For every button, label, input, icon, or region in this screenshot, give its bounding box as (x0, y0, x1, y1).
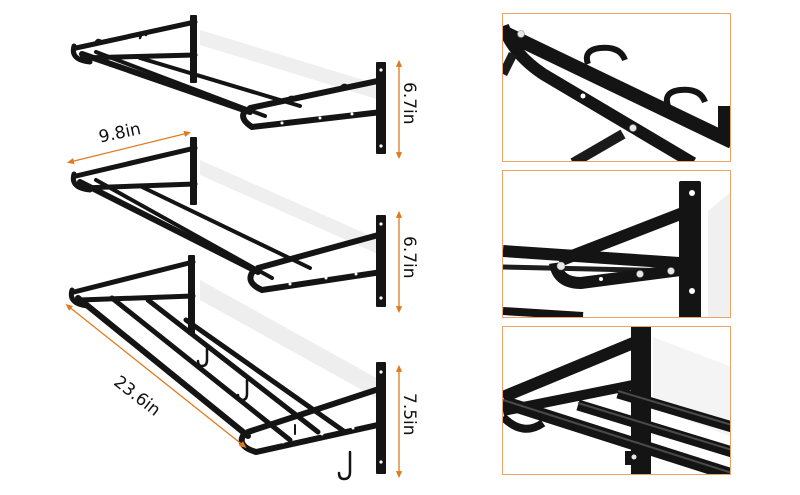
hook-clips-detail-panel (502, 13, 731, 162)
length-arrow (65, 304, 247, 448)
tier1-height-label: 6.7in (399, 82, 419, 125)
rails-detail-image (503, 327, 730, 474)
tier2-height-label: 6.7in (399, 236, 419, 279)
dimension-arrows (65, 59, 403, 479)
hook-clips-detail-image (503, 23, 730, 161)
depth-arrow (66, 130, 192, 165)
rack-illustration (65, 15, 403, 481)
bracket-detail-panel (502, 170, 731, 318)
bracket-detail-image (503, 181, 730, 317)
tier-1 (70, 15, 386, 154)
rails-detail-panel (502, 326, 731, 475)
tier3-height-label: 7.5in (399, 393, 419, 436)
